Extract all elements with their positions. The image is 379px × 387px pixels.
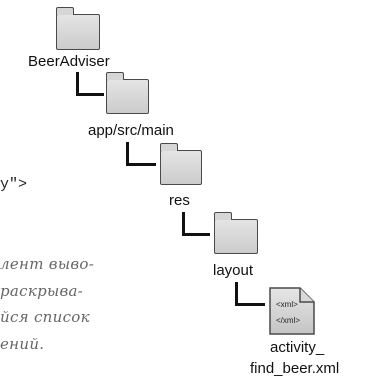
layout-folder-icon[interactable] xyxy=(213,212,258,254)
annotation-line-1: лент выво- xyxy=(0,255,95,273)
xml-file-shape xyxy=(269,287,315,335)
annotation-line-2: раскрыва- xyxy=(0,282,84,300)
xml-close-tag: </xml> xyxy=(276,316,301,325)
connector-res-layout xyxy=(182,212,210,236)
xml-open-tag: <xml> xyxy=(276,300,298,309)
res-label: res xyxy=(169,192,190,209)
xml-file-icon[interactable]: <xml> </xml> xyxy=(268,286,316,336)
app-src-main-label: app/src/main xyxy=(88,122,174,139)
annotation-line-3: йся список xyxy=(0,308,90,326)
beeradviser-label: BeerAdviser xyxy=(28,53,110,70)
file-label-line2: find_beer.xml xyxy=(250,360,340,377)
app-src-main-folder-icon[interactable] xyxy=(105,72,149,114)
connector-app-res xyxy=(126,142,156,166)
connector-root-app xyxy=(76,72,104,96)
beeradviser-folder-icon[interactable] xyxy=(55,7,100,50)
res-folder-icon[interactable] xyxy=(159,143,202,185)
file-label-line1: activity_ xyxy=(270,339,325,356)
connector-layout-file xyxy=(235,282,265,306)
annotation-line-4: ений. xyxy=(0,335,45,353)
code-fragment: y"> xyxy=(0,176,28,193)
layout-label: layout xyxy=(213,262,254,279)
